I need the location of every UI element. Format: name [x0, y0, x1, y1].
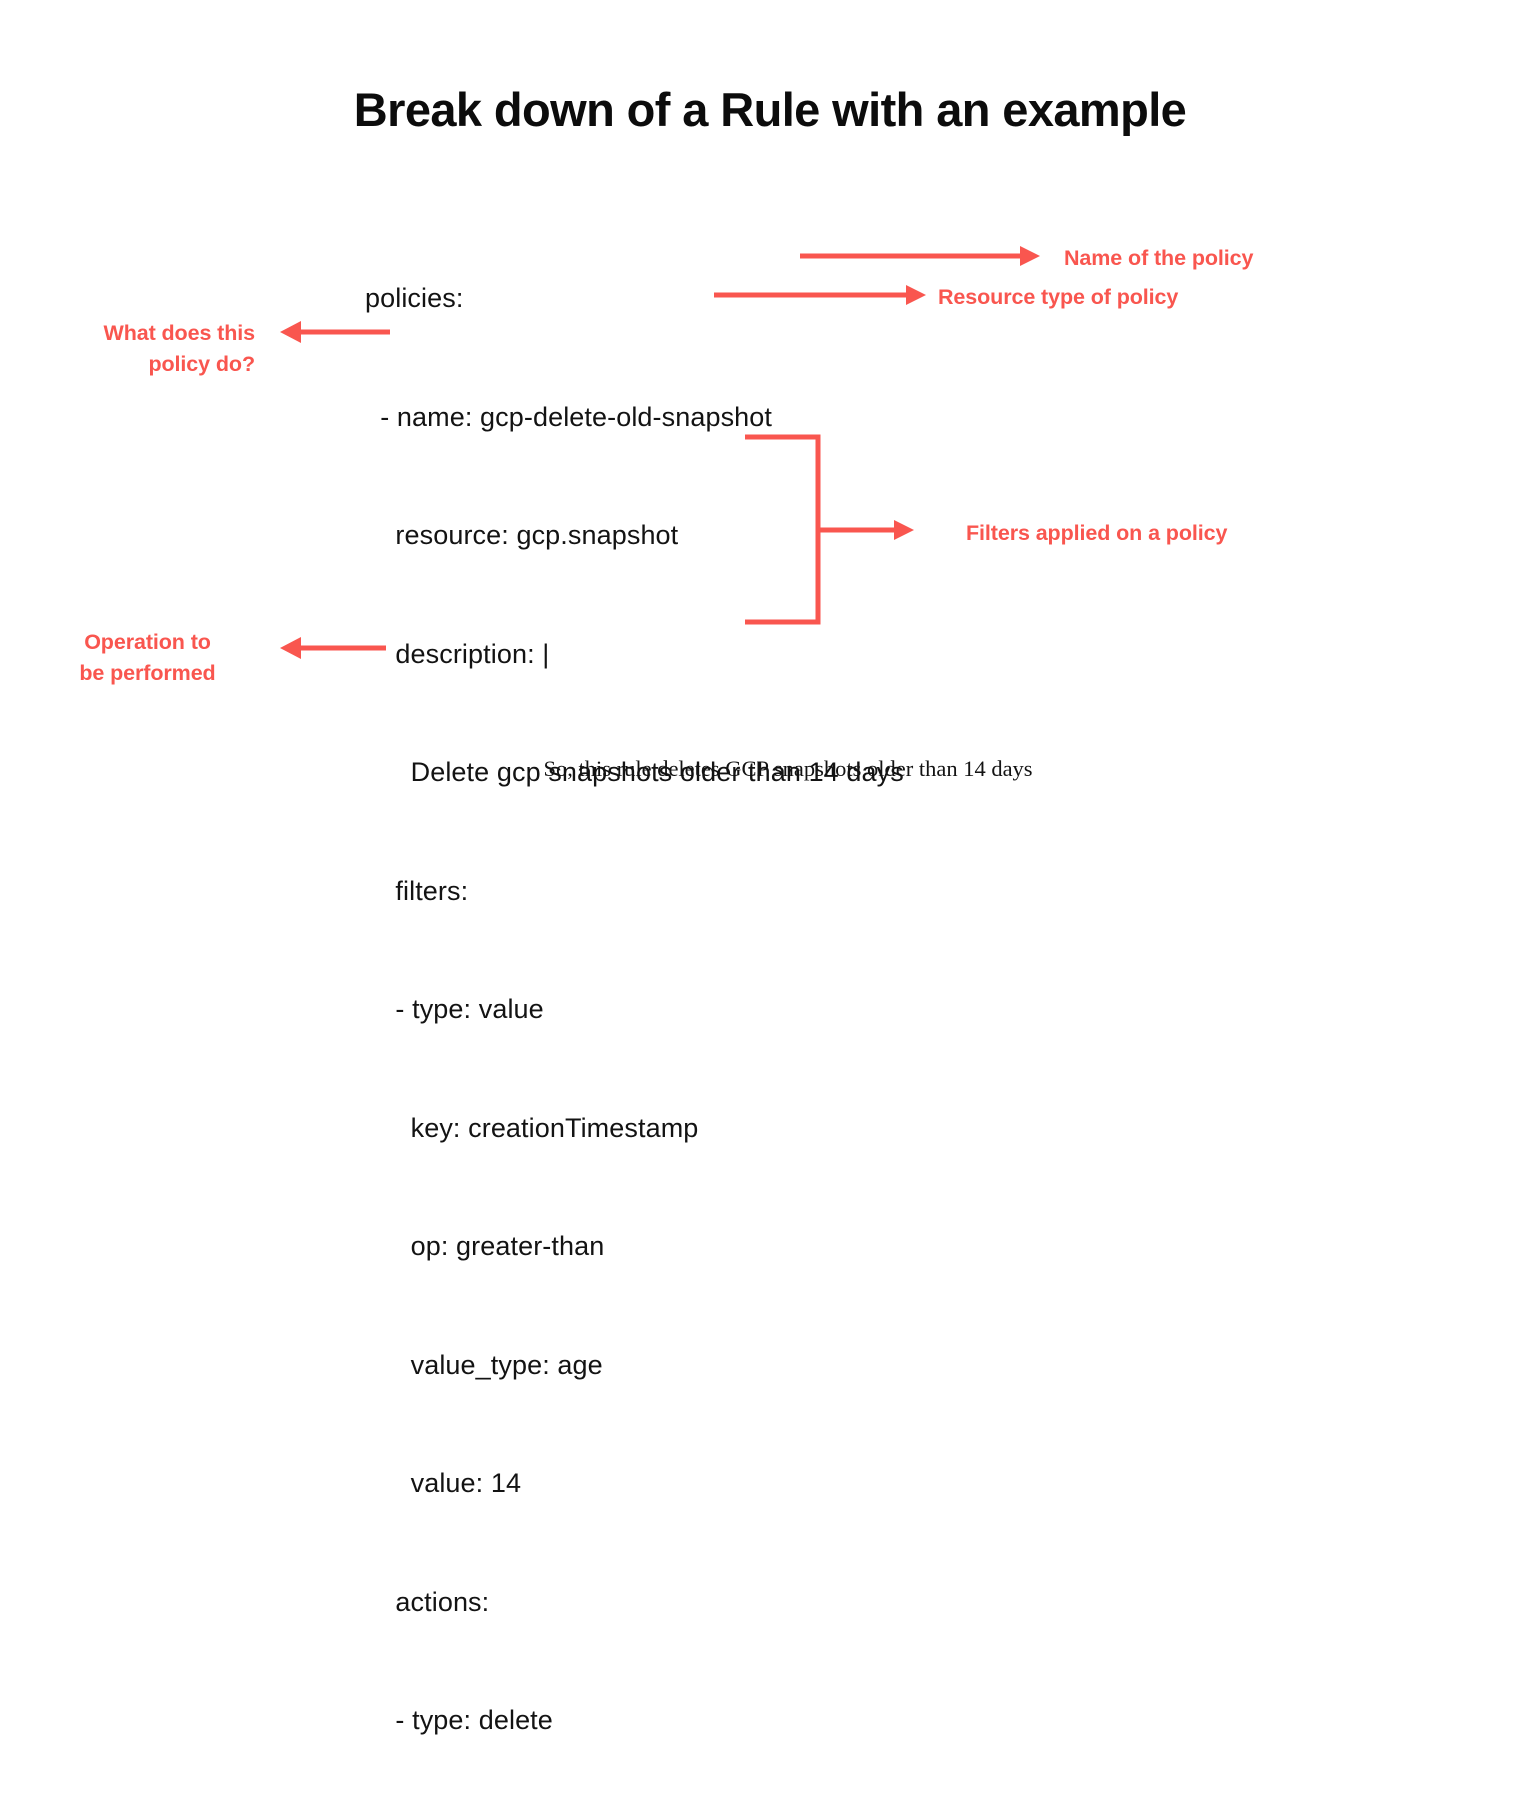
- yaml-line-filter-value-type: value_type: age: [365, 1349, 603, 1380]
- yaml-line-action-type: - type: delete: [365, 1705, 553, 1735]
- annotation-what-does-policy-do: What does this policy do?: [103, 321, 256, 376]
- yaml-line-resource: resource: gcp.snapshot: [365, 520, 679, 550]
- yaml-line-filter-value: value: 14: [365, 1468, 522, 1498]
- summary-caption: So, this rule deletes GCP snapshots olde…: [0, 756, 1540, 782]
- yaml-policy-code-block: policies: - name: gcp-delete-old-snapsho…: [365, 200, 904, 1820]
- annotation-name-of-policy: Name of the policy: [1064, 246, 1254, 270]
- page-title: Break down of a Rule with an example: [353, 83, 1187, 136]
- yaml-line-name: - name: gcp-delete-old-snapshot: [365, 401, 773, 432]
- summary-caption-text: So, this rule deletes GCP snapshots olde…: [543, 756, 1033, 781]
- yaml-line-filter-op: op: greater-than: [365, 1231, 605, 1261]
- slide-canvas: Break down of a Rule with an example pol…: [0, 83, 1540, 1735]
- yaml-line-filter-key: key: creationTimestamp: [365, 1112, 699, 1143]
- yaml-line-policies: policies:: [365, 283, 464, 313]
- annotation-filters-applied: Filters applied on a policy: [966, 521, 1228, 545]
- yaml-line-actions: actions:: [365, 1586, 490, 1617]
- yaml-line-description-text: Delete gcp snapshots older than 14 days: [365, 757, 904, 787]
- annotation-resource-type: Resource type of policy: [938, 285, 1179, 309]
- annotation-operation-performed: Operation to be performed: [79, 630, 216, 685]
- yaml-line-description: description: |: [365, 638, 550, 669]
- yaml-line-filters: filters:: [365, 875, 469, 906]
- yaml-line-filter-type: - type: value: [365, 994, 544, 1024]
